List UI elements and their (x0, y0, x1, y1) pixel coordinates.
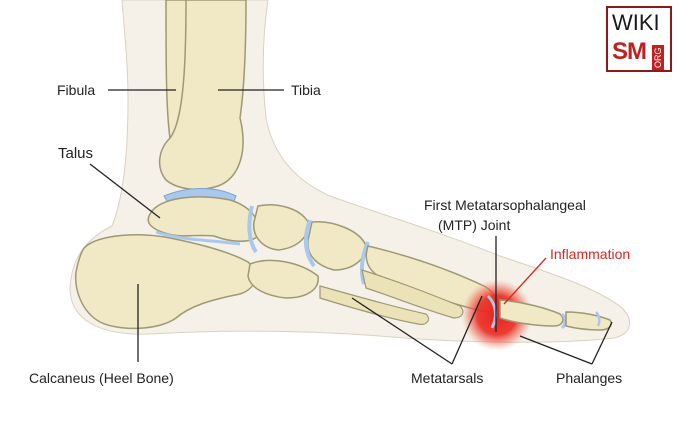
talus-label: Talus (58, 145, 94, 162)
mtp-cartilage (486, 294, 497, 329)
navicular-bone (253, 204, 309, 251)
logo-sm-text: SM (612, 38, 647, 65)
midfoot-cartilage-3 (359, 241, 370, 285)
toe-tip-cartilage (595, 311, 601, 327)
proximal-phalanx (499, 299, 564, 327)
midfoot-cartilage-1 (247, 205, 258, 254)
cuneiform-bone (307, 221, 367, 271)
midfoot-cartilage-2 (303, 219, 316, 268)
metatarsal-3 (319, 285, 430, 325)
phalanges-leader-2 (591, 321, 613, 365)
tibia-label: Tibia (291, 82, 321, 98)
logo-wiki-text: WIKI (612, 10, 660, 35)
mtp-label-line2: (MTP) Joint (438, 217, 511, 233)
inflammation-label: Inflammation (550, 246, 631, 262)
ip-cartilage (560, 312, 567, 330)
inflammation-glow (461, 279, 533, 351)
fibula-label: Fibula (57, 82, 96, 98)
logo-org-text: ORG (652, 45, 664, 70)
cuboid-bone (247, 259, 319, 299)
phalanges-label: Phalanges (556, 370, 623, 386)
talus-leader (89, 163, 161, 219)
inflammation-leader (503, 257, 547, 305)
mtp-label-line1: First Metatarsophalangeal (424, 197, 586, 213)
phalanges-leader-1 (519, 335, 593, 365)
calcaneus-bone (74, 234, 257, 330)
metatarsals-leader-2 (451, 295, 483, 365)
subtalar-cartilage (155, 230, 241, 246)
calcaneus-label: Calcaneus (Heel Bone) (29, 370, 174, 386)
metatarsals-label: Metatarsals (411, 370, 484, 386)
metatarsals-leader-1 (351, 297, 453, 365)
wikism-logo: WIKI SM ORG (606, 6, 672, 72)
